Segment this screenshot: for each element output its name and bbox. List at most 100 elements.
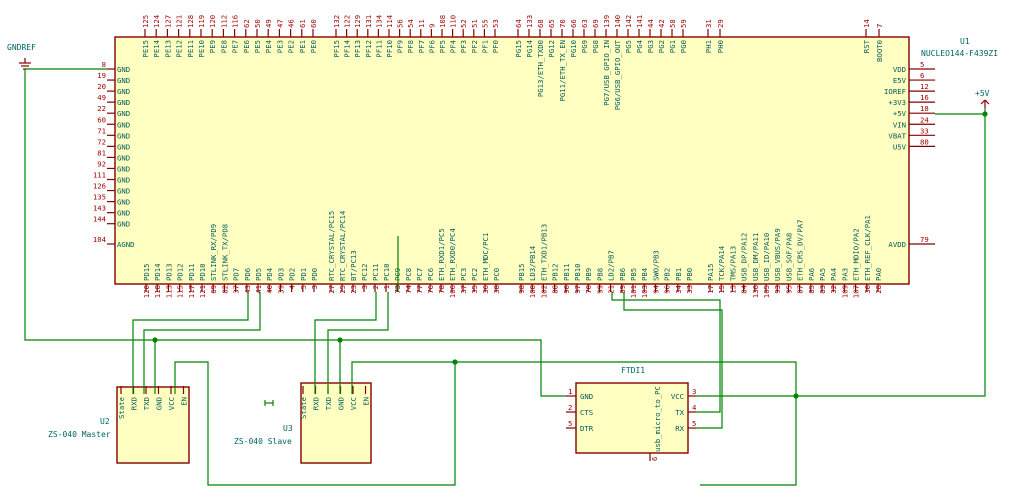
- u1-top-pin-name: PG2: [657, 40, 666, 53]
- u1-top-pin-name: PE12: [175, 40, 184, 58]
- u1-bottom-pin-name: TCK/PA14: [717, 245, 726, 281]
- u1-right-pin-name: VDD: [893, 65, 906, 74]
- u1-bottom-pin-number: 3: [360, 285, 369, 289]
- u1-top-pin-number: 7: [875, 24, 884, 28]
- u1-top-pin-name: PE5: [253, 40, 262, 53]
- u2-pin-name: VCC: [167, 397, 176, 410]
- u1-top-pin-name: PG8: [591, 40, 600, 53]
- u1-left-pin-number: 49: [97, 93, 106, 102]
- u1-right-pin-name: U5V: [893, 142, 907, 151]
- u1-right-pins: 5VDD6E5V12IOREF16+3V318+5V24VIN33VBAT80U…: [884, 60, 935, 249]
- u1-top-pin-name: PE7: [231, 40, 240, 53]
- u1-right-pin-name: +3V3: [888, 98, 906, 107]
- wire-u2-rxd: [132, 292, 249, 394]
- u1-top-pin-name: PE9: [208, 40, 217, 53]
- u1-bottom-pin-number: 36: [481, 285, 490, 294]
- u3-body[interactable]: [300, 382, 372, 464]
- u1-top-pin-name: PF6: [427, 40, 436, 53]
- u1-bottom-pin-number: 103: [640, 285, 649, 298]
- u1-bottom-pin-number: 43: [243, 285, 252, 294]
- wire-ftdi-tx: [611, 292, 721, 413]
- junction-5v-out: [982, 111, 988, 117]
- u1-bottom-pin-number: 102: [539, 285, 548, 298]
- gndref-label: GNDREF: [7, 43, 36, 52]
- u2-pin-name: State: [117, 397, 126, 419]
- u1-top-pin-number: 53: [491, 19, 500, 28]
- u1-top-pin-name: PF1: [480, 40, 489, 53]
- u1-bottom-pin-number: 21: [607, 285, 616, 294]
- junction-5v-ftdi: [793, 393, 799, 399]
- u1-right-pin-number: 18: [920, 104, 929, 113]
- u1-bottom-pin-name: LD2/PB7: [607, 250, 616, 281]
- u1-bottom-pin-number: 105: [762, 285, 771, 298]
- u1-body[interactable]: [114, 36, 910, 285]
- u1-top-pin-number: 52: [459, 19, 468, 28]
- u1-top-pin-name: PF12: [364, 40, 373, 58]
- ftdi-left-pin-name: CTS: [580, 408, 593, 417]
- u1-bottom-pin-number: 113: [164, 285, 173, 298]
- u1-top-pin-name: PF5: [438, 40, 447, 53]
- u1-top-pin-number: 142: [624, 15, 633, 28]
- u1-left-pin-number: 19: [97, 71, 106, 80]
- u1-ref-label: U1: [960, 37, 970, 46]
- u1-left-pin-name: GND: [117, 131, 130, 140]
- wire-vcc-bus: [174, 361, 797, 486]
- u1-left-pin-name: GND: [117, 209, 130, 218]
- u1-top-pin-name: PG13/ETH_TXD0: [536, 40, 545, 97]
- u1-bottom-pin-name: USB_SOF/PA8: [784, 233, 793, 281]
- u1-bottom-pin-number: 69: [209, 285, 218, 294]
- u1-top-pin-number: 9: [427, 24, 436, 28]
- u1-bottom-pin-name: PD1: [299, 268, 308, 281]
- u1-bottom-pin-name: SWO/PB3: [651, 250, 660, 281]
- u1-top-pin-name: PH1: [704, 40, 713, 53]
- u1-bottom-pin-name: LD3/PB14: [528, 245, 537, 281]
- u1-bottom-pin-number: 40: [265, 285, 274, 294]
- u1-top-pin-name: PH0: [716, 40, 725, 53]
- u1-top-pin-number: 129: [353, 15, 362, 28]
- u1-bottom-pin-number: 120: [142, 285, 151, 298]
- u1-top-pin-number: 114: [385, 14, 394, 28]
- u1-top-pin-number: 61: [298, 19, 307, 28]
- u1-bottom-pin-name: PD13: [164, 263, 173, 281]
- u1-bottom-pin-name: PD6: [243, 268, 252, 281]
- u1-left-pin-number: 22: [97, 104, 106, 113]
- u1-top-pin-number: 108: [438, 15, 447, 28]
- u1-bottom-pin-number: 37: [232, 285, 241, 294]
- u1-top-pin-number: 60: [309, 19, 318, 28]
- u1-left-pin-name: GND: [117, 220, 130, 229]
- u1-bottom-pin-name: ETH_MDC/PC1: [481, 233, 490, 281]
- u1-left-pins: 8GND19GND20GND49GND22GND60GND71GND72GND8…: [93, 60, 135, 249]
- ftdi-body[interactable]: [575, 382, 689, 454]
- u1-top-pin-number: 122: [343, 15, 352, 28]
- junction-gnd-u3: [337, 337, 343, 343]
- u1-top-pin-name: PG14: [525, 39, 534, 57]
- u1-top-pin-number: 55: [480, 19, 489, 28]
- u1-bottom-pin-number: 41: [254, 285, 263, 294]
- u1-right-pin-name: +5V: [893, 109, 907, 118]
- ftdi-left-pin-number: 1: [568, 387, 572, 396]
- u1-left-pin-name: GND: [117, 198, 130, 207]
- u1-bottom-pin-name: RTC_CRYSTAL/PC14: [338, 210, 347, 281]
- u1-bottom-pin-name: PA15: [706, 263, 715, 281]
- u1-top-pin-name: BOOT0: [875, 40, 884, 62]
- u1-bottom-pin-number: 115: [176, 285, 185, 298]
- wire-u3-rxd: [314, 292, 377, 394]
- u1-bottom-pin-number: 25: [338, 285, 347, 294]
- u1-bottom-pin-name: ETH_RXD1/PC5: [437, 228, 446, 281]
- u1-bottom-pin-number: 5: [299, 285, 308, 289]
- u1-top-pin-number: 125: [141, 15, 150, 28]
- wire-u2-txd: [143, 292, 261, 394]
- u2-body[interactable]: [116, 386, 190, 464]
- u1-top-pin-name: PG7/USB_GPIO_IN: [602, 40, 611, 106]
- u1-bottom-pin-name: STLINK_TX/PD8: [220, 224, 229, 281]
- u1-top-pin-name: PE11: [186, 40, 195, 58]
- u1-top-pin-number: 65: [547, 19, 556, 28]
- u1-bottom-pin-name: PD7: [232, 268, 241, 281]
- u1-bottom-pin-number: 106: [448, 285, 457, 298]
- u1-right-pin-number: 79: [920, 235, 929, 244]
- u1-right-pin-name: VBAT: [888, 131, 906, 140]
- u1-bottom-pin-number: 121: [198, 285, 207, 298]
- u1-bottom-pin-number: 83: [818, 285, 827, 294]
- u2-pin-name: RXD: [130, 397, 139, 410]
- u1-bottom-pin-name: TMS/PA13: [728, 246, 737, 281]
